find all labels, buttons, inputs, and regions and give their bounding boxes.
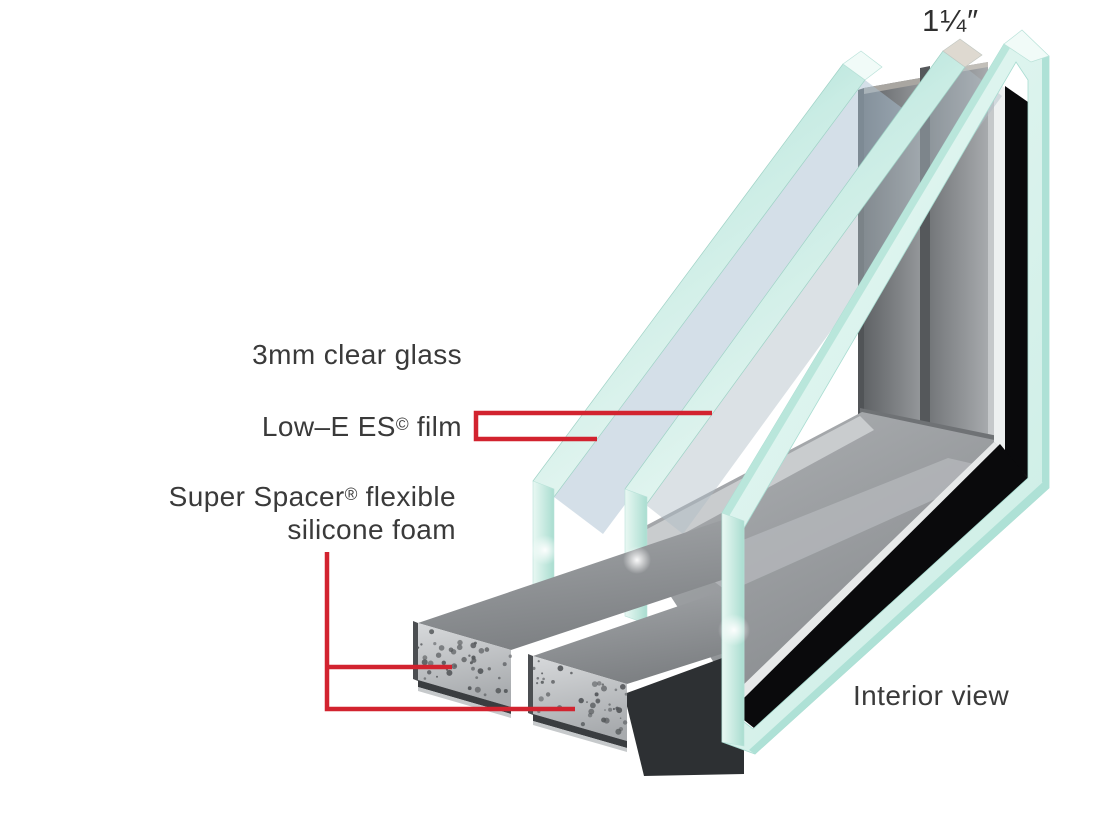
film-copyright-symbol: © <box>395 414 409 434</box>
spacer-registered-symbol: ® <box>344 484 358 504</box>
spacer-brand-text: Super Spacer <box>168 481 345 512</box>
spacer-label: Super Spacer® flexible silicone foam <box>169 478 456 546</box>
foam-bar-1-top <box>418 514 740 650</box>
glass-label-text: 3mm clear glass <box>252 339 462 370</box>
leader-lines <box>324 410 712 712</box>
foam-bar-2-shadow <box>533 714 627 748</box>
seal-black-bottom <box>744 444 1028 728</box>
interior-view-label: Interior view <box>853 679 1009 712</box>
film-leader-line <box>473 410 712 442</box>
foam-bar-1-shadow <box>418 680 511 714</box>
interior-view-text: Interior view <box>853 680 1010 711</box>
spacer-label-line1: Super Spacer® flexible <box>169 478 456 513</box>
glass-sparkles <box>530 535 750 646</box>
sparkle-icon <box>530 535 560 565</box>
foam-bar-2-top <box>533 585 740 684</box>
foam-spacer-bar-2 <box>528 585 740 752</box>
seal-black-right <box>1005 86 1028 478</box>
sill-light-band <box>688 458 1000 592</box>
interior-pane-top-edge-accent <box>722 44 1010 518</box>
foam-bar-1-left-edge <box>413 621 418 681</box>
foam-bar-2-speckles <box>532 660 628 735</box>
seal-highlight-right <box>994 80 1005 452</box>
spacer-gap-shadow <box>920 66 930 440</box>
spacer-label-line2: silicone foam <box>169 513 456 546</box>
interior-pane-tip <box>1003 29 1050 63</box>
pane-1-face <box>554 80 914 534</box>
void-shadow <box>624 650 744 776</box>
spacer-leader-line <box>324 552 575 712</box>
interior-pane-right-edge-accent <box>1042 52 1049 488</box>
pane-2-tip <box>942 38 983 68</box>
spacer-label-suffix: flexible <box>357 481 456 512</box>
pane-2-face <box>646 67 1002 534</box>
glass-label: 3mm clear glass <box>252 338 462 371</box>
foam-bar-1-cut-face <box>418 623 511 707</box>
pane-1-tip <box>842 50 883 81</box>
sparkle-icon <box>718 614 750 646</box>
spacer-label-line2-text: silicone foam <box>287 514 456 545</box>
foam-bar-2-left-edge <box>528 654 533 715</box>
interior-pane-bottom-edge-accent <box>749 482 1049 754</box>
film-label: Low–E ES© film <box>262 408 462 443</box>
interior-pane-and-seal <box>721 29 1050 755</box>
foam-bar-2-base-sliver <box>533 721 627 752</box>
film-label-name: Low–E ES <box>261 411 396 442</box>
thickness-dimension-value: 1¼″ <box>922 3 980 38</box>
film-label-suffix: film <box>408 411 462 442</box>
thickness-dimension-label: 1¼″ <box>922 4 979 37</box>
sparkle-icon <box>623 546 651 574</box>
